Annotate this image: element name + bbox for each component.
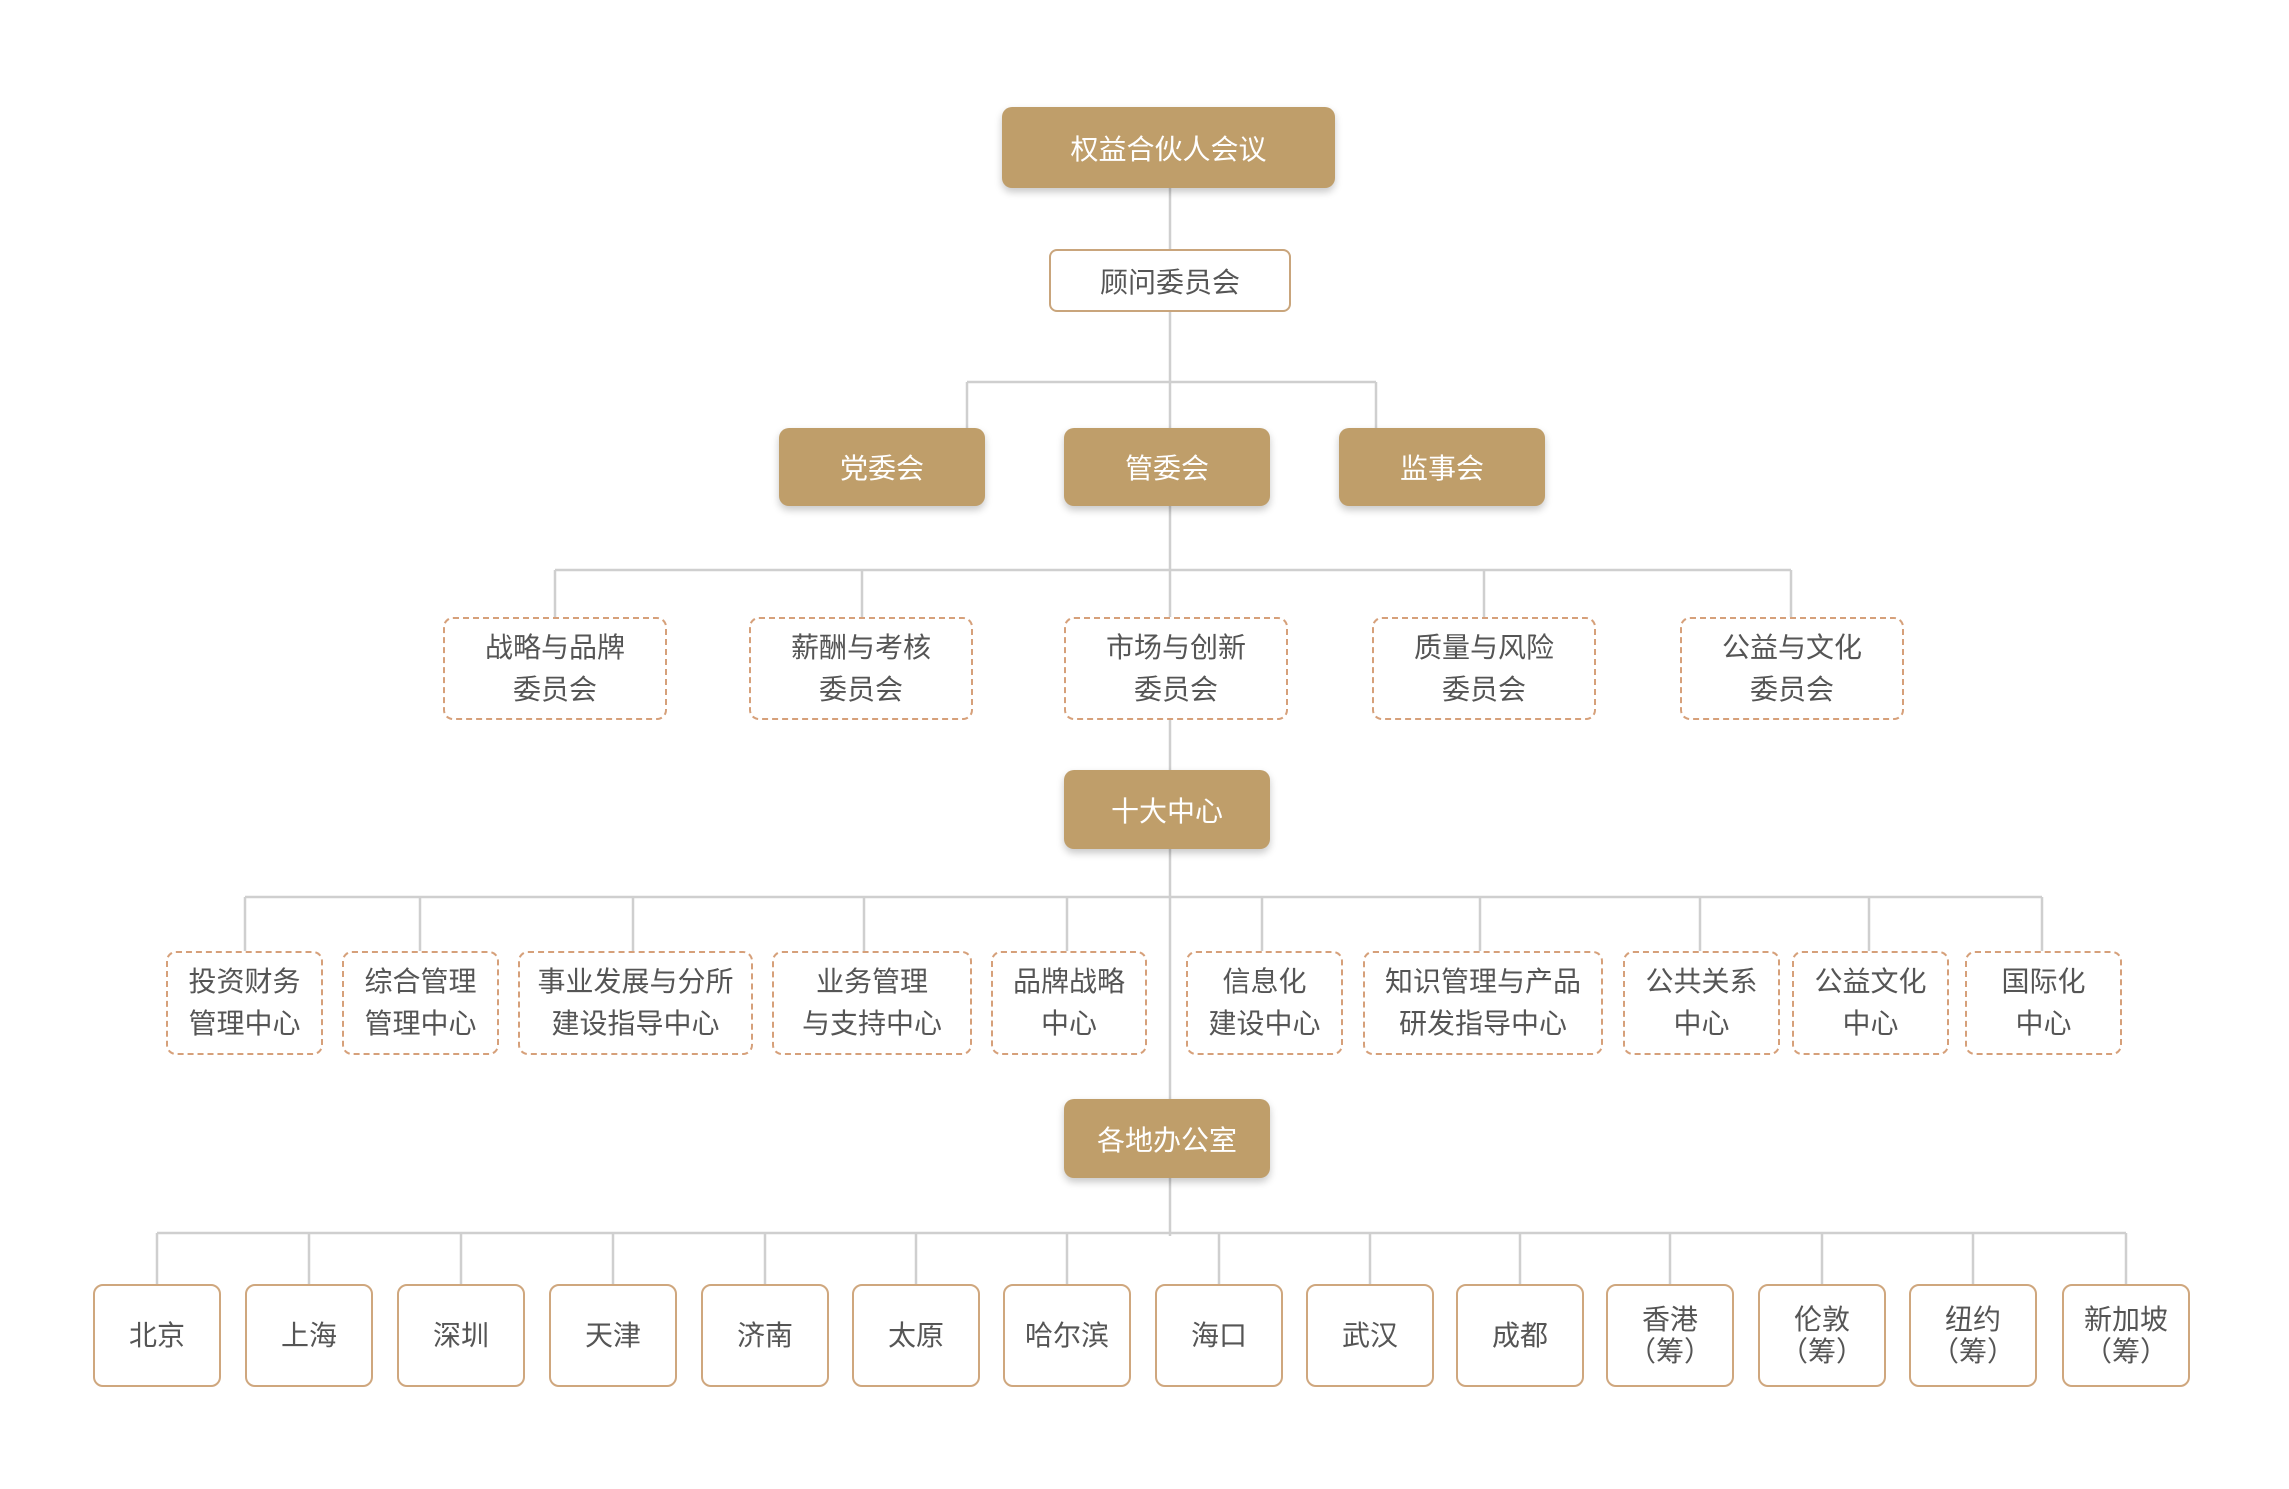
office-node: 深圳 xyxy=(397,1284,525,1387)
office-node: 太原 xyxy=(852,1284,980,1387)
party-committee-node: 党委会 xyxy=(779,428,985,506)
center-line1: 品牌战略 xyxy=(1012,965,1125,998)
center-node: 公益文化 中心 xyxy=(1792,951,1949,1055)
office-node: 新加坡 （筹） xyxy=(2062,1284,2190,1387)
regional-offices-label: 各地办公室 xyxy=(1096,1123,1237,1157)
committee-node: 薪酬与考核 委员会 xyxy=(749,617,973,720)
office-name: 北京 xyxy=(128,1318,185,1352)
center-line1: 国际化 xyxy=(2001,965,2086,998)
office-name: 新加坡 xyxy=(2083,1302,2168,1336)
office-name: 伦敦 xyxy=(1793,1302,1850,1336)
office-name: 深圳 xyxy=(432,1318,489,1352)
office-node: 天津 xyxy=(549,1284,677,1387)
office-note: （筹） xyxy=(1627,1334,1712,1368)
center-line2: 与支持中心 xyxy=(801,1007,942,1040)
committee-line2: 委员会 xyxy=(512,672,597,706)
center-line1: 事业发展与分所 xyxy=(537,965,734,998)
center-line1: 知识管理与产品 xyxy=(1384,965,1581,998)
office-node: 海口 xyxy=(1155,1284,1283,1387)
office-note: （筹） xyxy=(1779,1334,1864,1368)
committee-line1: 市场与创新 xyxy=(1105,630,1246,664)
center-line1: 投资财务 xyxy=(188,965,301,998)
center-line2: 中心 xyxy=(1842,1007,1899,1040)
ten-centers-node: 十大中心 xyxy=(1064,770,1270,849)
center-line2: 管理中心 xyxy=(188,1007,301,1040)
committee-line1: 薪酬与考核 xyxy=(790,630,931,664)
committee-node: 战略与品牌 委员会 xyxy=(443,617,667,720)
center-node: 综合管理 管理中心 xyxy=(342,951,499,1055)
center-node: 品牌战略 中心 xyxy=(991,951,1147,1055)
committee-node: 市场与创新 委员会 xyxy=(1064,617,1288,720)
center-node: 知识管理与产品 研发指导中心 xyxy=(1363,951,1603,1055)
office-name: 香港 xyxy=(1641,1302,1698,1336)
management-committee-node: 管委会 xyxy=(1064,428,1270,506)
regional-offices-node: 各地办公室 xyxy=(1064,1099,1270,1178)
office-node: 武汉 xyxy=(1306,1284,1434,1387)
office-name: 武汉 xyxy=(1341,1318,1398,1352)
office-name: 天津 xyxy=(584,1318,641,1352)
committee-line1: 战略与品牌 xyxy=(484,630,625,664)
office-name: 太原 xyxy=(887,1318,944,1352)
center-line1: 公益文化 xyxy=(1814,965,1927,998)
office-name: 上海 xyxy=(280,1318,337,1352)
committee-line1: 质量与风险 xyxy=(1413,630,1554,664)
office-node: 哈尔滨 xyxy=(1003,1284,1131,1387)
office-name: 哈尔滨 xyxy=(1024,1318,1109,1352)
office-note: （筹） xyxy=(1930,1334,2015,1368)
partners-meeting-label: 权益合伙人会议 xyxy=(1070,132,1267,166)
center-node: 国际化 中心 xyxy=(1965,951,2122,1055)
supervisory-board-node: 监事会 xyxy=(1339,428,1545,506)
center-node: 投资财务 管理中心 xyxy=(166,951,323,1055)
ten-centers-label: 十大中心 xyxy=(1110,794,1223,828)
committee-line1: 公益与文化 xyxy=(1721,630,1862,664)
center-line2: 中心 xyxy=(1040,1007,1097,1040)
center-node: 公共关系 中心 xyxy=(1623,951,1780,1055)
office-node: 济南 xyxy=(701,1284,829,1387)
office-name: 济南 xyxy=(736,1318,793,1352)
committee-line2: 委员会 xyxy=(1441,672,1526,706)
office-node: 北京 xyxy=(93,1284,221,1387)
center-line2: 中心 xyxy=(1673,1007,1730,1040)
office-node: 上海 xyxy=(245,1284,373,1387)
center-line2: 建设指导中心 xyxy=(551,1007,720,1040)
center-node: 信息化 建设中心 xyxy=(1186,951,1343,1055)
advisory-committee-label: 顾问委员会 xyxy=(1099,265,1240,299)
party-committee-label: 党委会 xyxy=(839,452,924,485)
center-line2: 管理中心 xyxy=(364,1007,477,1040)
office-name: 纽约 xyxy=(1944,1302,2001,1336)
committee-line2: 委员会 xyxy=(818,672,903,706)
office-node: 香港 （筹） xyxy=(1606,1284,1734,1387)
management-committee-label: 管委会 xyxy=(1124,452,1209,485)
committee-node: 质量与风险 委员会 xyxy=(1372,617,1596,720)
center-line1: 公共关系 xyxy=(1645,965,1758,998)
office-node: 成都 xyxy=(1456,1284,1584,1387)
center-line1: 业务管理 xyxy=(815,965,928,998)
office-node: 伦敦 （筹） xyxy=(1758,1284,1886,1387)
committee-node: 公益与文化 委员会 xyxy=(1680,617,1904,720)
center-line1: 综合管理 xyxy=(364,965,477,998)
office-name: 成都 xyxy=(1491,1318,1548,1352)
committee-line2: 委员会 xyxy=(1133,672,1218,706)
partners-meeting-node: 权益合伙人会议 xyxy=(1002,107,1335,188)
office-node: 纽约 （筹） xyxy=(1909,1284,2037,1387)
office-name: 海口 xyxy=(1190,1318,1247,1352)
center-node: 事业发展与分所 建设指导中心 xyxy=(518,951,753,1055)
center-line1: 信息化 xyxy=(1222,965,1307,998)
supervisory-board-label: 监事会 xyxy=(1399,452,1484,485)
center-line2: 建设中心 xyxy=(1208,1007,1321,1040)
center-line2: 研发指导中心 xyxy=(1398,1007,1567,1040)
office-note: （筹） xyxy=(2083,1334,2168,1368)
committee-line2: 委员会 xyxy=(1749,672,1834,706)
center-node: 业务管理 与支持中心 xyxy=(772,951,972,1055)
center-line2: 中心 xyxy=(2015,1007,2072,1040)
advisory-committee-node: 顾问委员会 xyxy=(1049,249,1291,312)
